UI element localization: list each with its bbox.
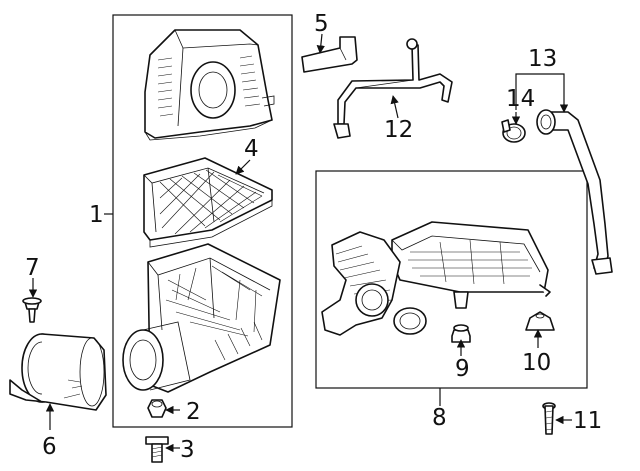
- callout-14: 14: [506, 86, 535, 112]
- air-filter-element: [143, 157, 273, 248]
- part-8-clamp: [393, 307, 427, 335]
- part-9-grommet: [451, 324, 471, 343]
- intake-duct-assembly-box: [315, 170, 588, 389]
- callout-13: 13: [528, 46, 557, 72]
- part-2-grommet: [147, 399, 167, 418]
- callout-7: 7: [25, 255, 40, 281]
- air-cleaner-housing: [122, 243, 281, 393]
- leader-5: [316, 33, 325, 54]
- callout-10: 10: [522, 350, 551, 376]
- air-cleaner-assembly-box: [112, 14, 293, 428]
- callout-11: 11: [573, 408, 602, 434]
- part-6-duct: [9, 333, 107, 411]
- callout-5: 5: [314, 11, 329, 37]
- part-12-hose: [333, 38, 453, 139]
- part-10-mount: [525, 311, 555, 331]
- callout-9: 9: [455, 356, 470, 382]
- leader-12: [390, 95, 399, 119]
- part-11-bolt: [542, 402, 556, 435]
- leader-4: [235, 159, 251, 175]
- part-8-resonator: [391, 221, 551, 309]
- part-13-hose: [536, 109, 613, 275]
- callout-6: 6: [42, 434, 57, 460]
- part-7-screw: [22, 297, 42, 323]
- callout-12: 12: [384, 117, 413, 143]
- callout-3: 3: [180, 437, 195, 463]
- callout-8: 8: [432, 405, 447, 431]
- callout-2: 2: [186, 399, 201, 425]
- air-cleaner-cover: [144, 29, 275, 141]
- leader-13-bracket: [515, 73, 565, 110]
- callout-1: 1: [89, 202, 104, 228]
- part-8-bellows-duct: [321, 231, 401, 336]
- part-14-clamp: [501, 119, 526, 143]
- part-5-bracket: [301, 36, 358, 73]
- part-3-bolt: [145, 436, 169, 463]
- callout-4: 4: [244, 136, 259, 162]
